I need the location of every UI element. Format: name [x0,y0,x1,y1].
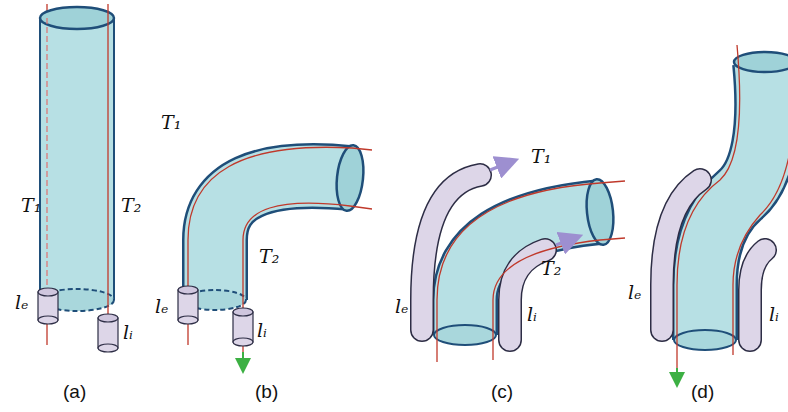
panel-d [662,45,788,380]
panel-caption: (d) [690,382,715,403]
symbol-label: T₁ [530,146,552,167]
symbol-label: T₂ [258,246,280,267]
panel-caption: (a) [62,382,87,403]
symbol-label: lᵢ [256,320,268,341]
symbol-label: lₑ [154,296,169,317]
panel-caption: (b) [254,382,279,403]
symbol-label: T₂ [120,195,142,216]
symbol-label: lₑ [14,292,29,313]
panel-c [422,163,625,362]
symbol-label: T₂ [540,258,562,279]
symbol-label: T₁ [20,195,42,216]
symbol-label: lₑ [394,296,409,317]
symbol-label: T₁ [160,112,182,133]
symbol-label: lₑ [627,282,642,303]
symbol-label: lᵢ [526,304,538,325]
panel-b [178,144,372,366]
panel-a [38,4,118,352]
panel-caption: (c) [490,382,514,403]
symbol-label: lᵢ [768,304,780,325]
symbol-label: lᵢ [122,322,134,343]
